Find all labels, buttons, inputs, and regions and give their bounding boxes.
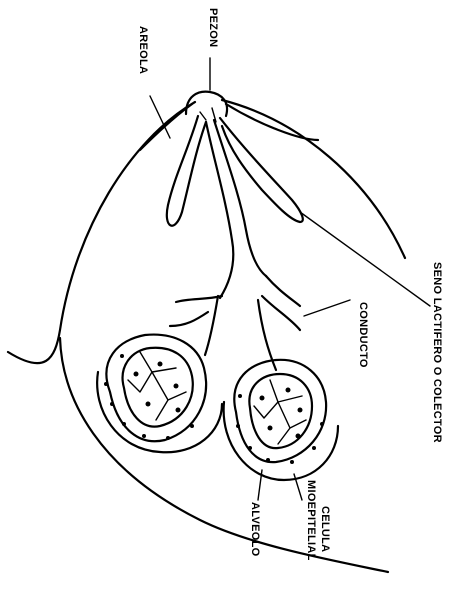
label-areola: AREOLA (137, 26, 149, 74)
label-conducto: CONDUCTO (357, 302, 369, 368)
label-seno: SENO LACTIFERO O COLECTOR (431, 262, 443, 443)
duct-branch-left (170, 296, 222, 355)
label-alveolo: ALVEOLO (249, 502, 261, 557)
label-mioepitelial: MIOEPITELIAL (305, 480, 317, 561)
label-celula: CELULA (319, 506, 331, 552)
breast-lower-outline (60, 338, 388, 572)
breast-right-outline (222, 100, 405, 258)
duct-left-upper (167, 116, 206, 226)
areola-right-arc (226, 104, 318, 140)
pointer-conducto (304, 300, 350, 316)
breast-outline (8, 102, 195, 363)
areola-left-arc (140, 104, 192, 150)
duct-main-a (206, 122, 233, 298)
pointer-seno (300, 212, 430, 306)
alveolus-right (224, 360, 338, 480)
alveolus-left (97, 335, 222, 453)
label-pezon: PEZON (207, 8, 219, 47)
duct-branch-right (258, 276, 300, 370)
